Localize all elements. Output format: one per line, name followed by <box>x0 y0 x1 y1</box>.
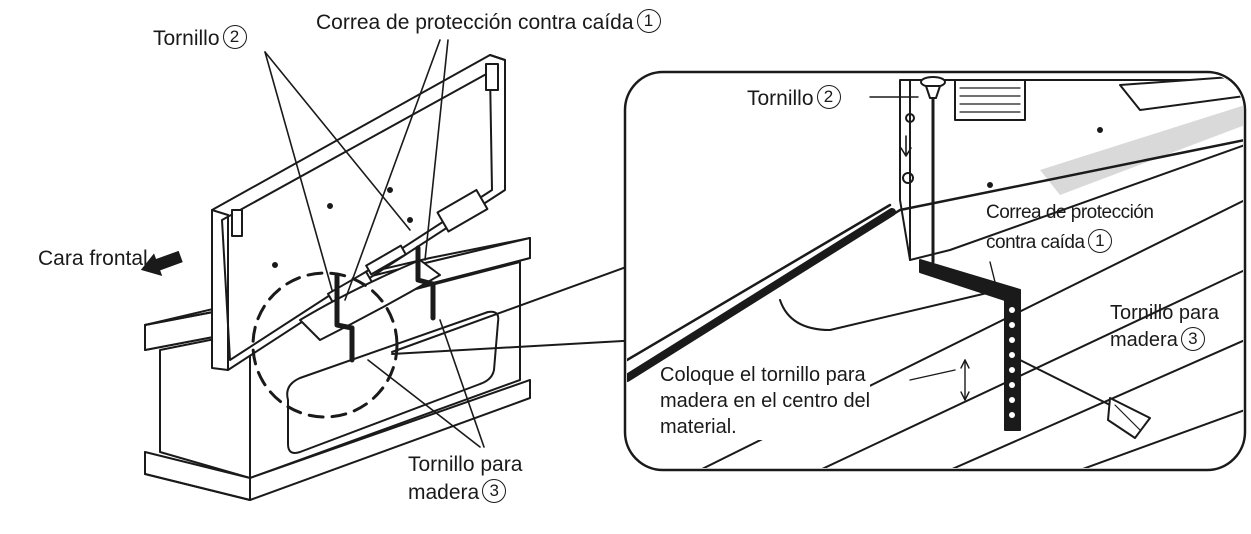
leader-lines-right <box>869 96 996 283</box>
arrow-front-icon <box>140 250 183 276</box>
number-badge-1: 1 <box>636 9 661 34</box>
number-badge-2: 2 <box>222 25 247 50</box>
leader-lines-left <box>264 39 485 448</box>
zoom-circle <box>251 271 399 419</box>
center-dimension <box>909 359 970 401</box>
wood-screw-icon <box>1019 359 1151 439</box>
fall-strap-left <box>334 245 436 363</box>
screw-icon <box>920 76 946 99</box>
number-badge-3: 3 <box>482 479 507 504</box>
number-badge-3: 3 <box>1180 326 1205 351</box>
label-front: Cara frontal <box>38 247 148 270</box>
number-badge-1: 1 <box>1087 228 1112 253</box>
number-badge-2: 2 <box>816 85 841 110</box>
label-note: Coloque el tornillo para madera en el ce… <box>660 362 871 440</box>
